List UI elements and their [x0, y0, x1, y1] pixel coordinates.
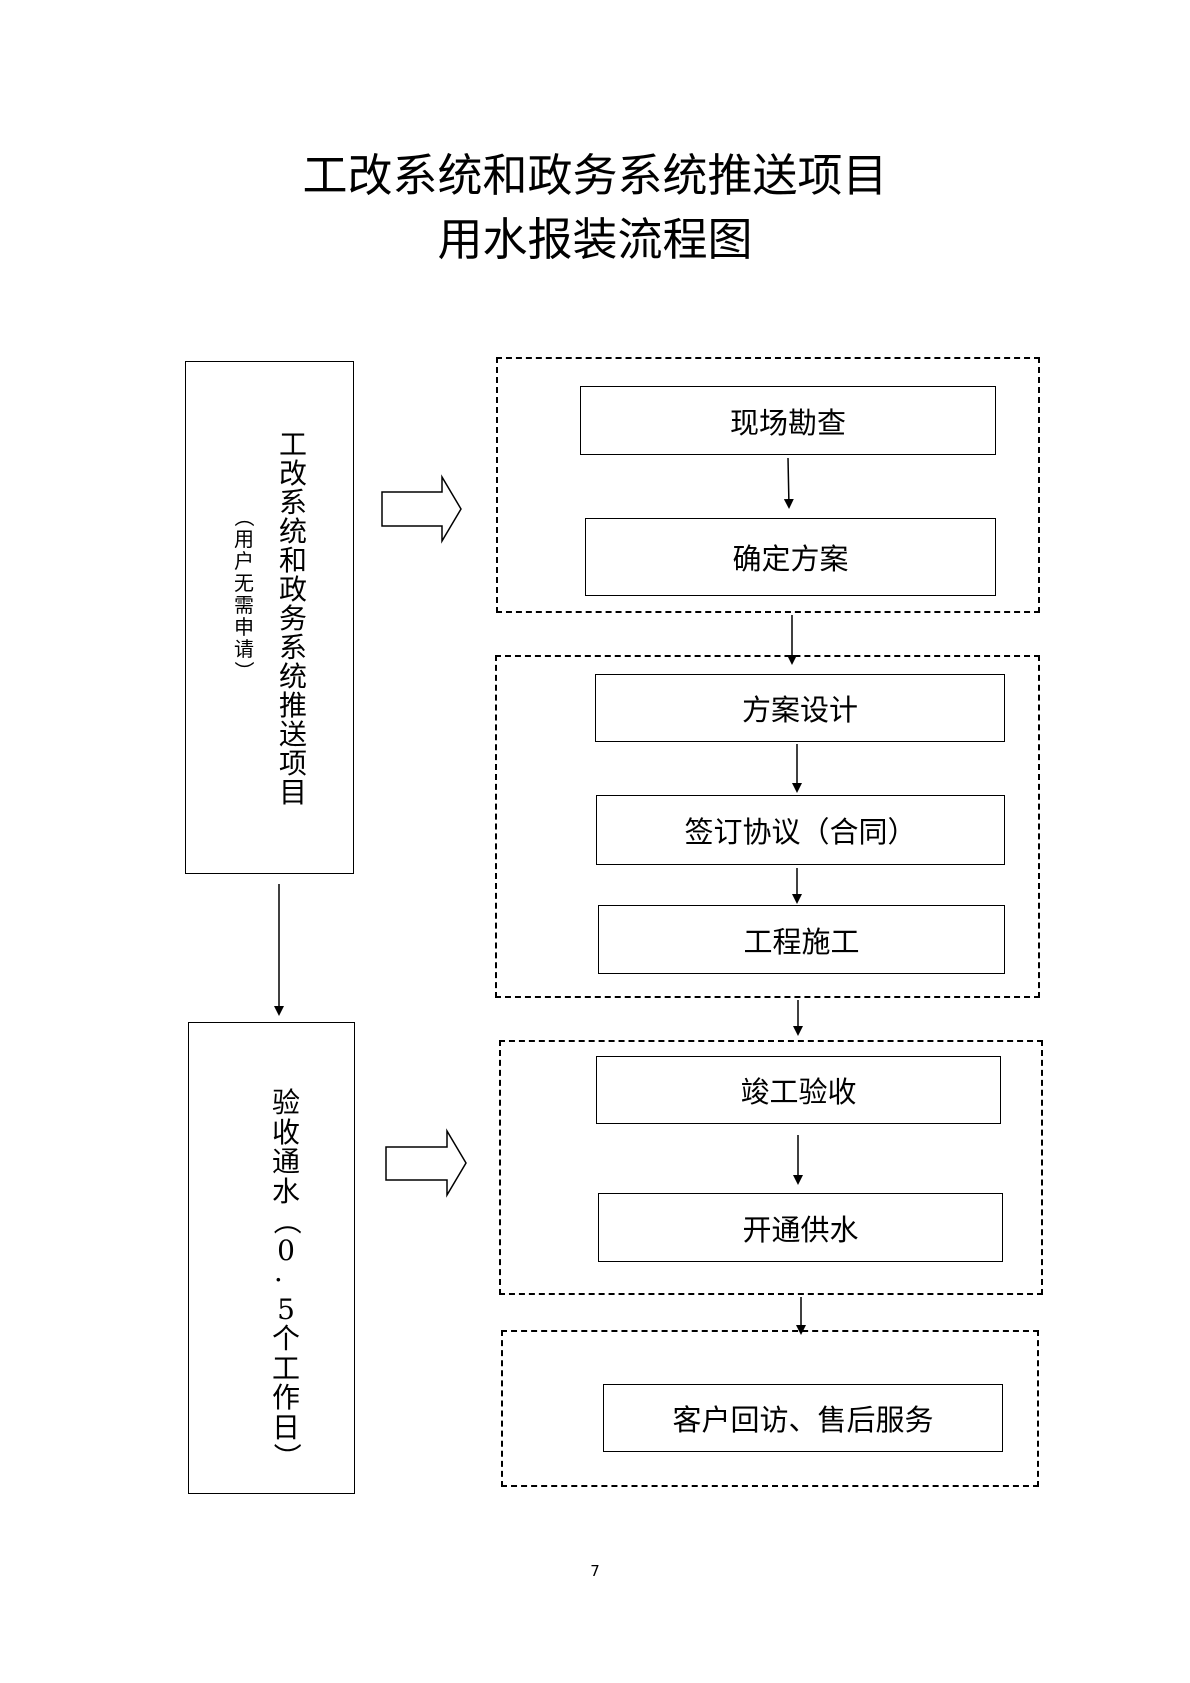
group-survey-plan	[496, 357, 1040, 613]
step-construction: 工程施工	[598, 905, 1005, 974]
block-arrow-right-1	[381, 474, 462, 544]
step-completion-acceptance: 竣工验收	[596, 1056, 1001, 1124]
left-box-acceptance-water	[188, 1022, 355, 1494]
step-customer-followup: 客户回访、售后服务	[603, 1384, 1003, 1452]
group-followup	[501, 1330, 1039, 1487]
diagram-title-line2: 用水报装流程图	[437, 213, 753, 266]
page-number: 7	[590, 1562, 600, 1580]
left-box-push-project	[185, 361, 354, 874]
step-sign-contract: 签订协议（合同）	[596, 795, 1005, 865]
left-box-push-project-label: 工改系统和政务系统推送项目	[278, 428, 307, 809]
step-plan-design: 方案设计	[595, 674, 1005, 742]
step-site-survey: 现场勘查	[580, 386, 996, 455]
step-determine-plan: 确定方案	[585, 518, 996, 596]
arrow-survey-to-plan	[783, 457, 794, 509]
group-acceptance-supply	[499, 1040, 1043, 1295]
left-box-push-project-note: （用户无需申请）	[232, 507, 256, 681]
block-arrow-right-2	[385, 1128, 467, 1198]
step-open-water-supply: 开通供水	[598, 1193, 1003, 1262]
diagram-title-line1: 工改系统和政务系统推送项目	[302, 149, 888, 202]
group-design-construction	[495, 655, 1040, 998]
